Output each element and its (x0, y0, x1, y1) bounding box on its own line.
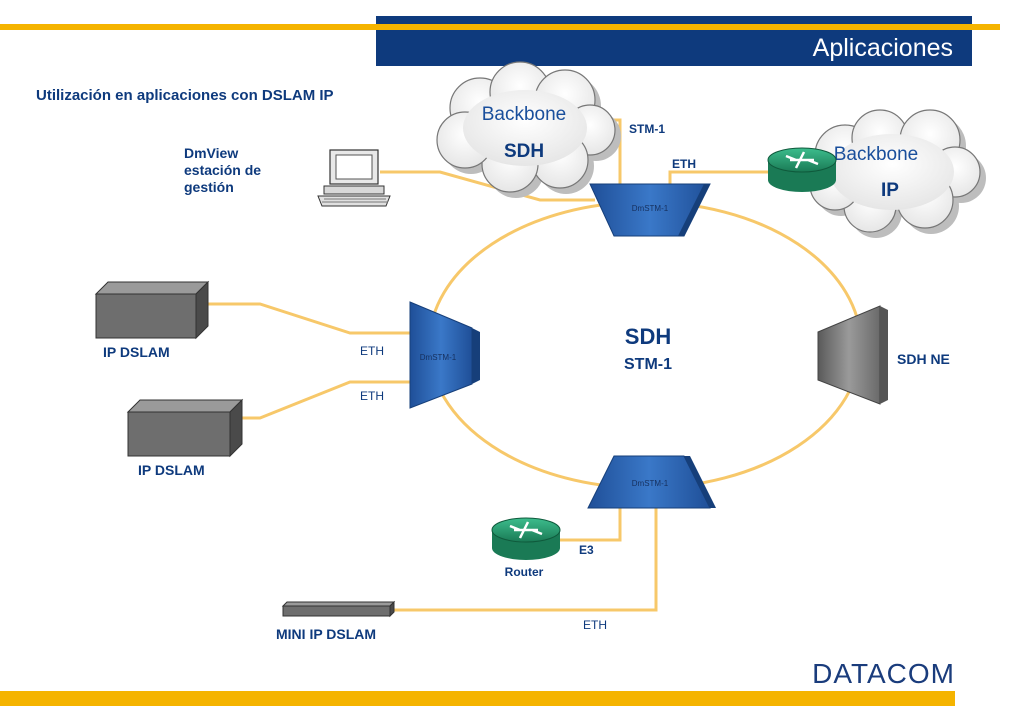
link-eth-2 (240, 380, 412, 420)
sdh-ne-label: SDH NE (897, 351, 950, 367)
link-e3 (560, 508, 622, 542)
mux-left-label: DmSTM-1 (420, 353, 457, 362)
links (206, 118, 780, 612)
ring-label-line2: STM-1 (624, 356, 672, 373)
link-dmview (380, 170, 595, 202)
router-label: Router (505, 565, 544, 579)
link-eth-bottom-label: ETH (583, 618, 607, 632)
mux-top-label: DmSTM-1 (632, 204, 669, 213)
mini-ip-dslam-device (281, 600, 396, 618)
link-eth-bottom (393, 508, 658, 612)
dmview-label-line1: DmView (184, 145, 238, 161)
link-eth-2-label: ETH (360, 389, 384, 403)
mux-top: DmSTM-1 (589, 183, 711, 237)
mux-bottom: DmSTM-1 (587, 455, 716, 509)
link-e3-label: E3 (579, 543, 594, 557)
router-icon (491, 517, 561, 560)
sdh-ne-device (817, 305, 888, 405)
ip-dslam-2-label: IP DSLAM (138, 462, 205, 478)
cloud-sdh-line2: SDH (504, 141, 544, 162)
header-title: Aplicaciones (813, 34, 953, 62)
link-eth-1 (206, 302, 412, 335)
router-icon-backbone (767, 147, 837, 192)
footer-gold-band (0, 691, 955, 706)
ring-label-line1: SDH (625, 324, 671, 349)
mux-left: DmSTM-1 (409, 301, 480, 409)
cloud-ip-line2: IP (881, 180, 899, 201)
mux-bottom-label: DmSTM-1 (632, 479, 669, 488)
cloud-backbone-sdh: Backbone SDH (436, 61, 621, 198)
link-eth-1-label: ETH (360, 344, 384, 358)
computer-icon (317, 149, 391, 207)
header-gold-stripe (376, 24, 972, 30)
cloud-sdh-line1: Backbone (482, 104, 567, 125)
dmview-label-line2: estación de (184, 162, 261, 178)
link-eth-top (668, 170, 780, 184)
link-stm1-label: STM-1 (629, 122, 665, 136)
mini-ip-dslam-label: MINI IP DSLAM (276, 626, 376, 642)
cloud-ip-line1: Backbone (834, 144, 919, 165)
ip-dslam-1-device (94, 280, 210, 340)
link-eth-top-label: ETH (672, 157, 696, 171)
datacom-logo: DATACOM (812, 658, 955, 689)
ip-dslam-1-label: IP DSLAM (103, 344, 170, 360)
cloud-backbone-ip: Backbone IP (809, 109, 986, 238)
dmview-label-line3: gestión (184, 179, 234, 195)
ip-dslam-2-device (126, 398, 244, 458)
page-subtitle: Utilización en aplicaciones con DSLAM IP (36, 87, 334, 104)
